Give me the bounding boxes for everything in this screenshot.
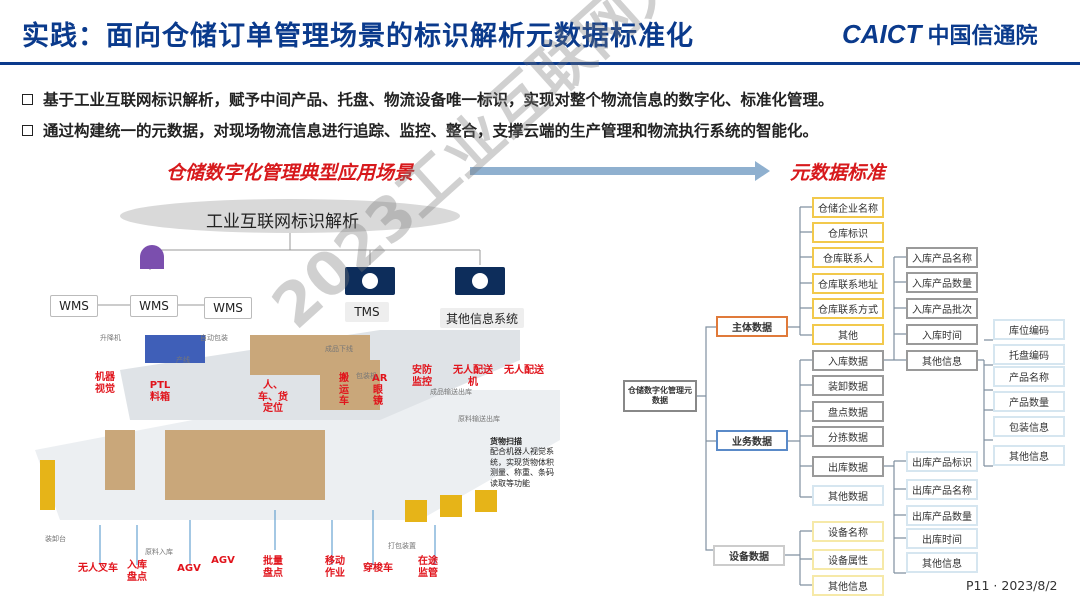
tree-connectors <box>697 206 993 586</box>
label-delivery: 无人配送 <box>504 365 544 376</box>
slide-title: 实践：面向仓储订单管理场景的标识解析元数据标准化 <box>22 21 694 52</box>
tree-node: 入库产品名称 <box>906 247 978 268</box>
tree-node: 设备名称 <box>812 521 884 542</box>
tree-node: 包装信息 <box>993 416 1065 437</box>
node-device-data: 设备数据 <box>713 545 785 566</box>
tree-node: 分拣数据 <box>812 426 884 447</box>
other-systems-box: 其他信息系统 <box>440 308 524 328</box>
label-positioning: 人、车、货定位 <box>258 380 288 414</box>
label-gray: 升降机 <box>100 334 121 342</box>
label-gray: 包装机 <box>356 372 377 380</box>
page-footer: P11 · 2023/8/2 <box>966 578 1058 593</box>
tree-node: 托盘编码 <box>993 344 1065 365</box>
wms-box: WMS <box>204 297 252 319</box>
label-drone: 无人配送机 <box>453 365 493 388</box>
tree-node: 入库产品批次 <box>906 298 978 319</box>
label-gray: 成品输送出库 <box>430 388 472 396</box>
tree-node: 产品数量 <box>993 391 1065 412</box>
label-shuttle: 穿梭车 <box>363 563 393 574</box>
logo-en: CAICT <box>842 18 922 49</box>
scan-desc: 配合机器人视觉系统，实现货物体积测量、称重、条码读取等功能 <box>490 447 554 488</box>
bullet-1: 基于工业互联网标识解析，赋予中间产品、托盘、物流设备唯一标识，实现对整个物流信息… <box>22 88 834 110</box>
label-gray: 原料入库 <box>145 548 173 556</box>
root-node: 仓储数字化管理元数据 <box>623 380 697 412</box>
right-arrow-icon <box>470 161 770 181</box>
scan-title: 货物扫描 <box>490 437 522 446</box>
tree-node: 入库时间 <box>906 324 978 345</box>
bullet-text: 基于工业互联网标识解析，赋予中间产品、托盘、物流设备唯一标识，实现对整个物流信息… <box>43 91 834 109</box>
tree-node: 库位编码 <box>993 319 1065 340</box>
tree-node: 其他 <box>812 324 884 345</box>
label-carrier: 搬运车 <box>339 373 349 407</box>
label-gray: 打包装置 <box>388 542 416 550</box>
tree-node: 其他信息 <box>906 350 978 371</box>
tree-node: 出库时间 <box>906 528 978 549</box>
tree-node: 仓库联系方式 <box>812 298 884 319</box>
tree-node: 出库产品数量 <box>906 505 978 526</box>
tree-node: 入库数据 <box>812 350 884 371</box>
bullet-text: 通过构建统一的元数据，对现场物流信息进行追踪、监控、整合，支撑云端的生产管理和物… <box>43 122 819 140</box>
label-mobile-ops: 移动作业 <box>325 556 345 579</box>
tree-node: 其他信息 <box>812 575 884 596</box>
tree-node: 盘点数据 <box>812 401 884 422</box>
tree-node: 出库产品标识 <box>906 451 978 472</box>
title-divider <box>0 62 1080 65</box>
tree-node: 其他数据 <box>812 485 884 506</box>
node-subject-data: 主体数据 <box>716 316 788 337</box>
left-section-title: 仓储数字化管理典型应用场景 <box>166 162 414 184</box>
tree-node: 设备属性 <box>812 549 884 570</box>
label-gray: 装卸台 <box>45 535 66 543</box>
tree-node: 仓储企业名称 <box>812 197 884 218</box>
scan-annotation: 货物扫描配合机器人视觉系统，实现货物体积测量、称重、条码读取等功能 <box>490 437 560 489</box>
wms-box: WMS <box>50 295 98 317</box>
tree-node: 产品名称 <box>993 366 1065 387</box>
label-gray: 原料输送出库 <box>458 415 500 423</box>
tree-node: 装卸数据 <box>812 375 884 396</box>
tree-node: 其他信息 <box>906 552 978 573</box>
wms-box: WMS <box>130 295 178 317</box>
label-gray: 自动包装 <box>200 334 228 342</box>
tree-node: 出库数据 <box>812 456 884 477</box>
checkbox-square-icon <box>22 93 33 105</box>
label-machine-vision: 机器视觉 <box>95 372 115 395</box>
label-inbound-check: 入库盘点 <box>127 560 147 583</box>
cloud-label: 工业互联网标识解析 <box>206 212 359 232</box>
label-batch-check: 批量盘点 <box>263 556 283 579</box>
label-forklift: 无人叉车 <box>78 563 118 574</box>
tree-node: 仓库联系人 <box>812 247 884 268</box>
tms-box: TMS <box>345 302 389 322</box>
tree-node: 仓库标识 <box>812 222 884 243</box>
label-transit: 在途监管 <box>418 556 438 579</box>
logo-cn: 中国信通院 <box>927 24 1038 49</box>
label-agv: AGV <box>177 563 201 574</box>
checkbox-square-icon <box>22 124 33 136</box>
tree-node: 出库产品名称 <box>906 479 978 500</box>
right-section-title: 元数据标准 <box>790 162 886 184</box>
bullet-2: 通过构建统一的元数据，对现场物流信息进行追踪、监控、整合，支撑云端的生产管理和物… <box>22 119 818 141</box>
node-business-data: 业务数据 <box>716 430 788 451</box>
label-security: 安防监控 <box>412 365 432 388</box>
tree-node: 仓库联系地址 <box>812 273 884 294</box>
label-gray: 产线 <box>176 356 190 364</box>
label-ar-glasses: AR眼镜 <box>372 373 388 407</box>
warehouse-diagram-lines <box>35 199 560 565</box>
label-agv: AGV <box>211 555 235 566</box>
label-ptl: PTL料箱 <box>149 380 171 403</box>
tree-node: 其他信息 <box>993 445 1065 466</box>
label-gray: 成品下线 <box>325 345 353 353</box>
tree-node: 入库产品数量 <box>906 272 978 293</box>
